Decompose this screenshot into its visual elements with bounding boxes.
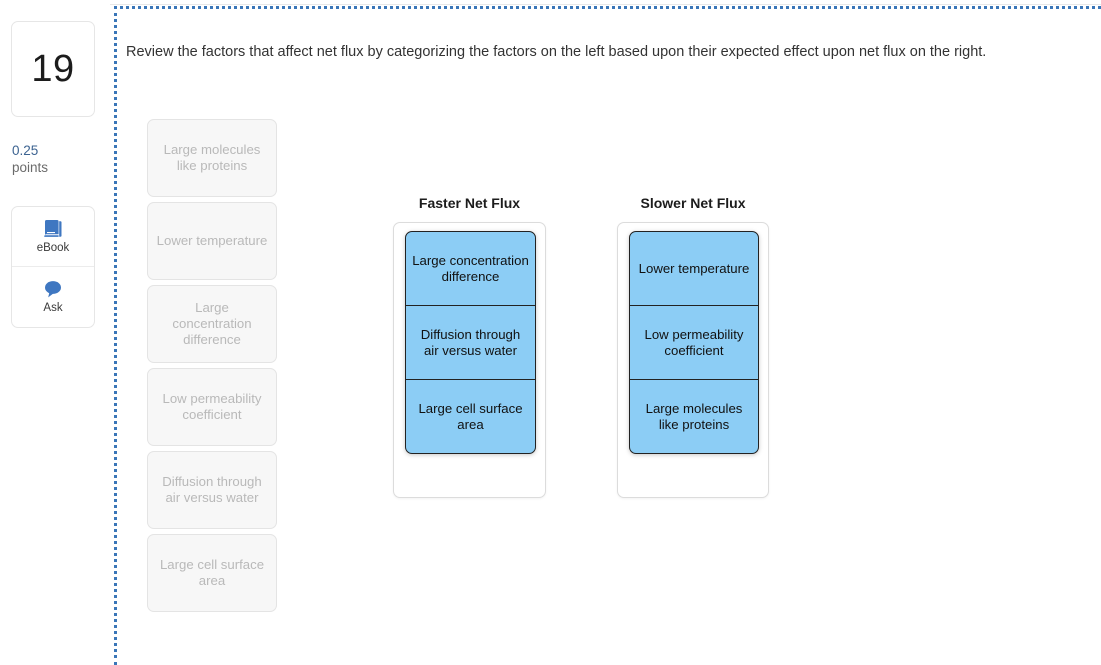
ebook-button[interactable]: eBook xyxy=(12,207,94,266)
zone-dropbox-faster[interactable]: Large concentration difference Diffusion… xyxy=(393,222,546,498)
question-prompt: Review the factors that affect net flux … xyxy=(126,44,987,60)
question-rail: 19 0.25 points eBook xyxy=(0,0,110,665)
zone-title-slower: Slower Net Flux xyxy=(640,195,746,211)
ask-label: Ask xyxy=(43,302,63,314)
question-number: 19 xyxy=(31,47,75,90)
zone-title-faster: Faster Net Flux xyxy=(418,195,521,211)
question-number-card: 19 xyxy=(11,21,95,117)
tile[interactable]: Large cell surface area xyxy=(405,379,536,454)
speech-bubble-icon xyxy=(42,279,64,299)
question-body: Review the factors that affect net flux … xyxy=(114,6,1101,665)
tile-stack-slower: Lower temperature Low permeability coeff… xyxy=(629,231,759,454)
tools-card: eBook Ask xyxy=(11,206,95,328)
zone-dropbox-slower[interactable]: Lower temperature Low permeability coeff… xyxy=(617,222,769,498)
tile[interactable]: Large molecules like proteins xyxy=(629,379,759,454)
tile[interactable]: Diffusion through air versus water xyxy=(405,305,536,380)
drop-zone-slower-net-flux: Slower Net Flux Lower temperature Low pe… xyxy=(617,195,769,498)
bank-item[interactable]: Low permeability coefficient xyxy=(147,368,277,446)
bank-item[interactable]: Lower temperature xyxy=(147,202,277,280)
top-divider xyxy=(0,4,1101,5)
ebook-label: eBook xyxy=(36,242,70,254)
points-label: points xyxy=(12,160,49,175)
bank-item[interactable]: Diffusion through air versus water xyxy=(147,451,277,529)
tile-stack-faster: Large concentration difference Diffusion… xyxy=(405,231,536,454)
ask-button[interactable]: Ask xyxy=(12,266,94,326)
bank-item[interactable]: Large concentration difference xyxy=(147,285,277,363)
tile[interactable]: Low permeability coefficient xyxy=(629,305,759,380)
factor-bank: Large molecules like proteins Lower temp… xyxy=(147,119,279,617)
points-block: 0.25 points xyxy=(12,142,48,176)
bank-item[interactable]: Large molecules like proteins xyxy=(147,119,277,197)
bank-item[interactable]: Large cell surface area xyxy=(147,534,277,612)
tile[interactable]: Large concentration difference xyxy=(405,231,536,306)
book-icon xyxy=(42,219,64,239)
tile[interactable]: Lower temperature xyxy=(629,231,759,306)
drop-zone-faster-net-flux: Faster Net Flux Large concentration diff… xyxy=(393,195,546,498)
points-value: 0.25 xyxy=(12,143,39,158)
